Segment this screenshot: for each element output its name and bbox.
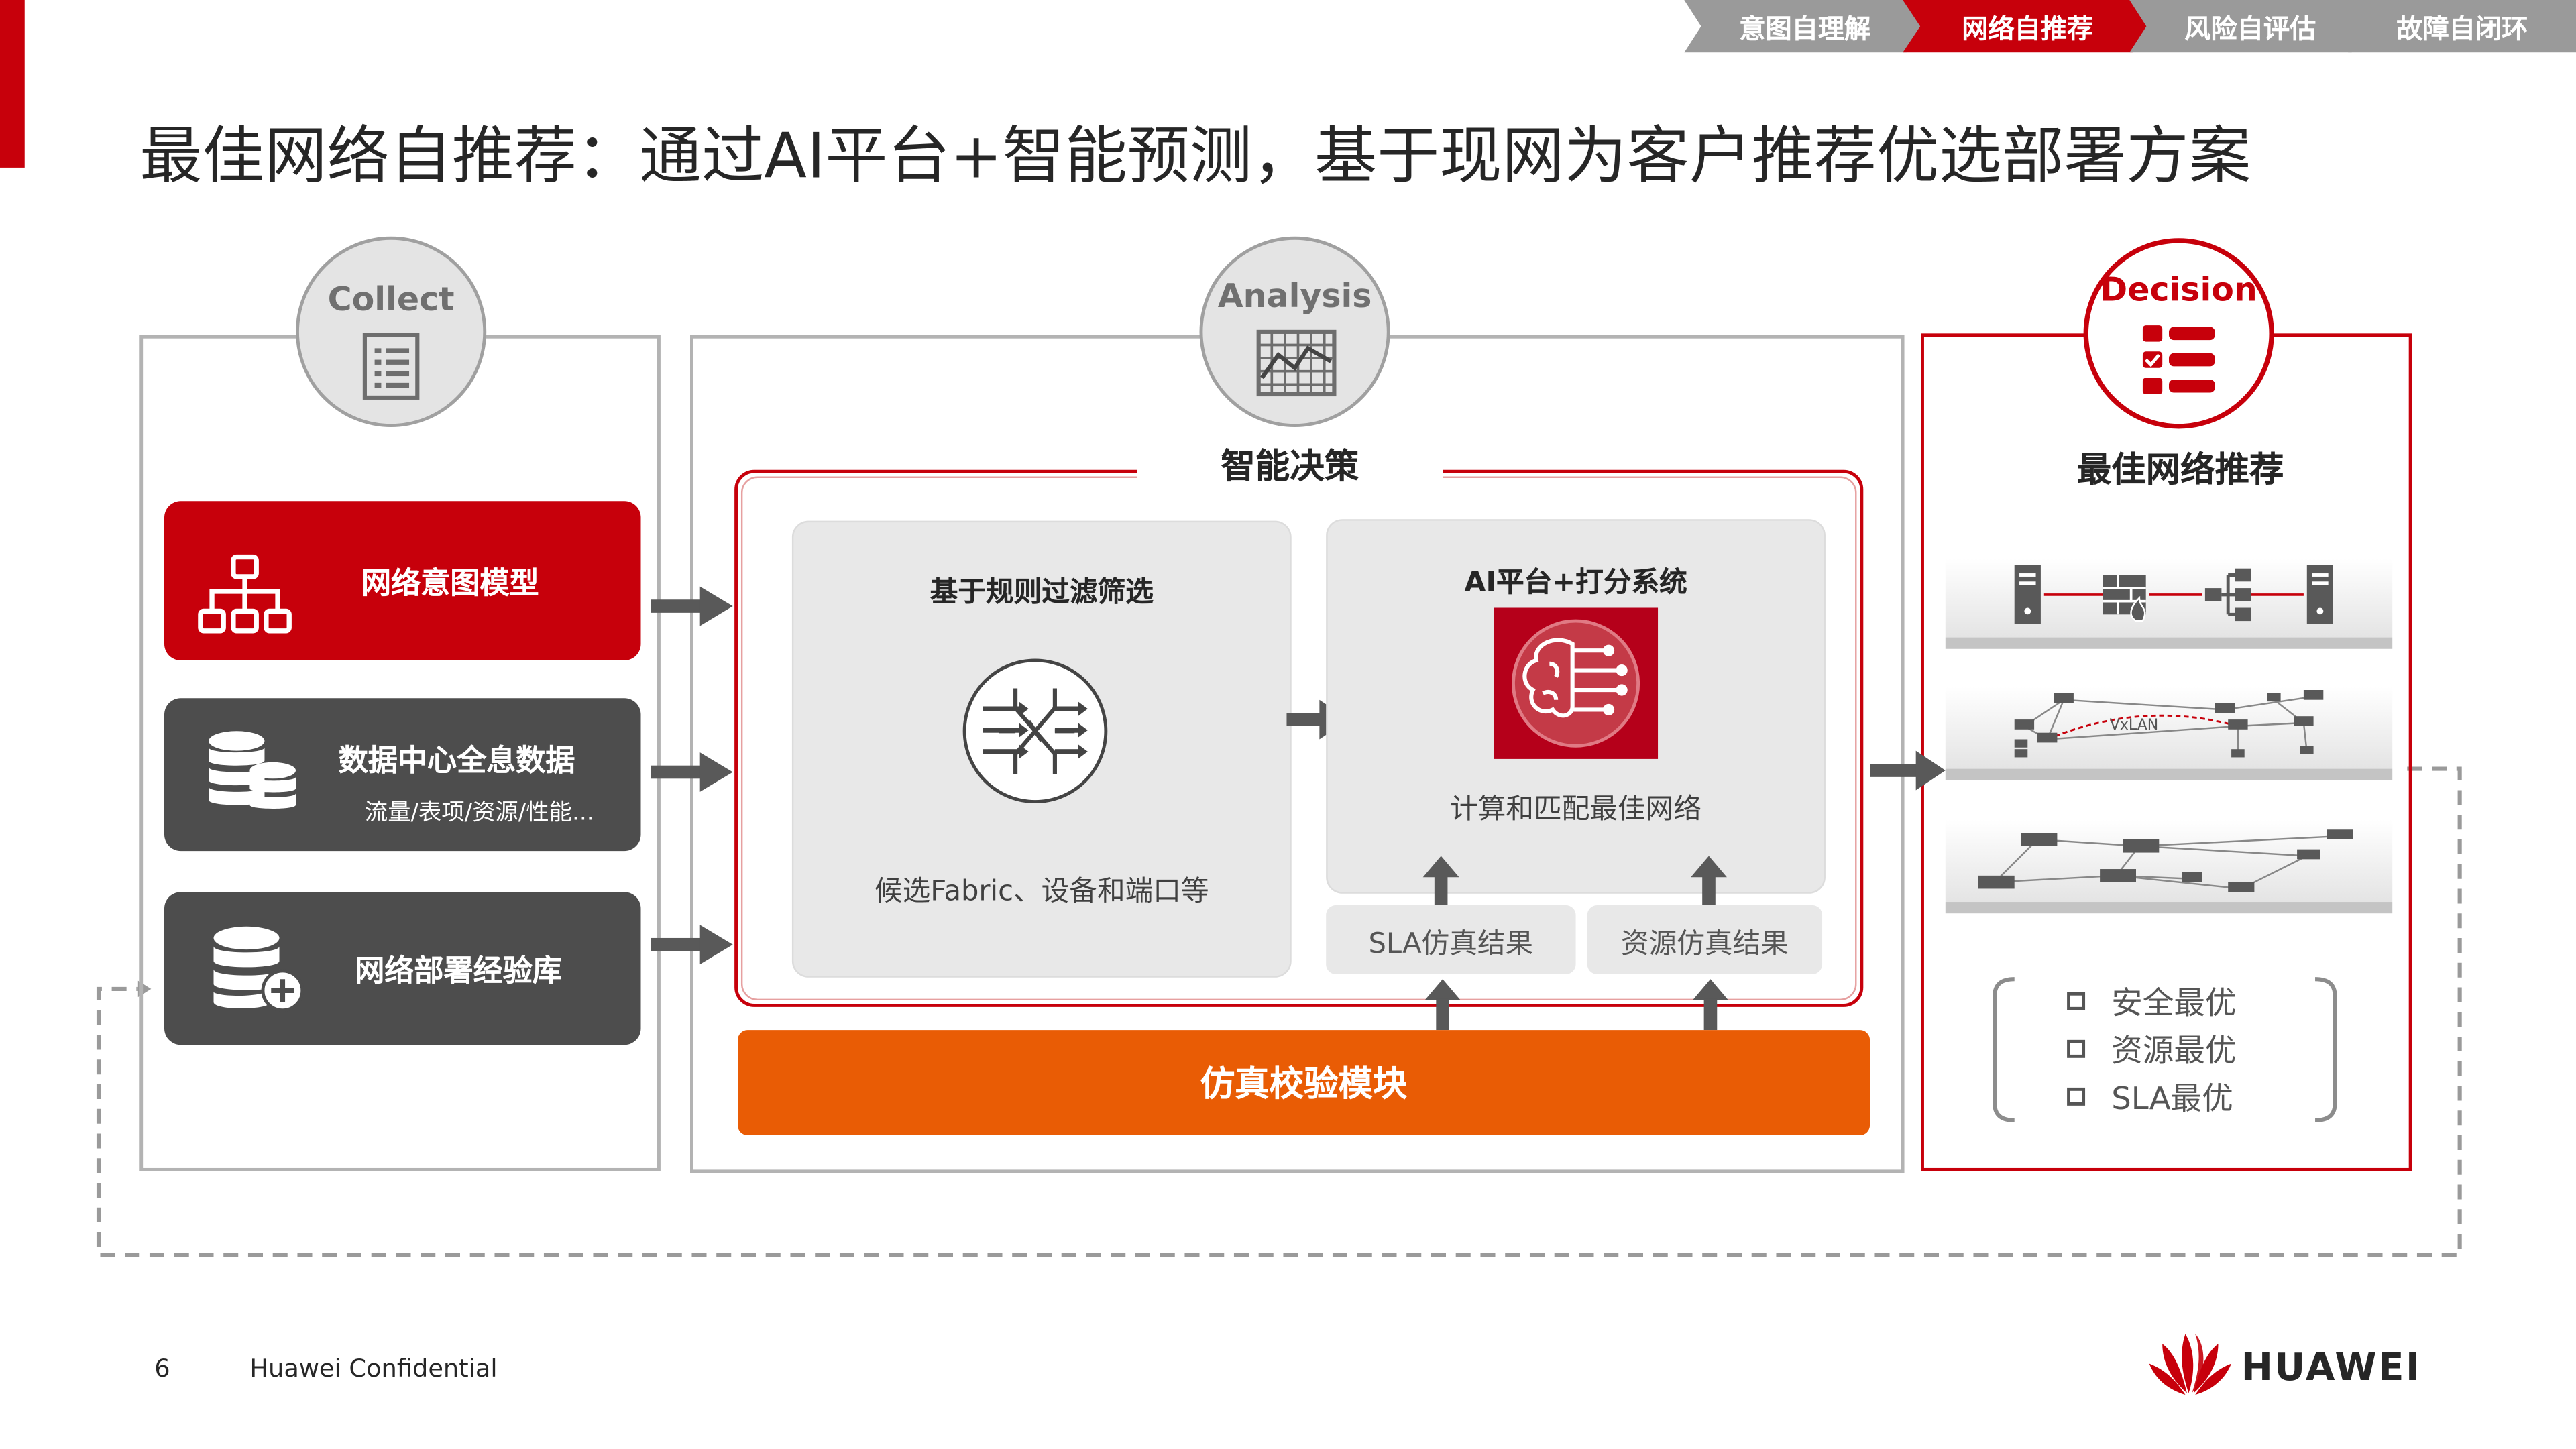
ai-platform-title: AI平台+打分系统 (1464, 567, 1687, 600)
collect-badge: Collect (296, 236, 487, 427)
smart-decision-title: 智能决策 (1137, 440, 1443, 490)
sla-topology-diagram (1978, 829, 2353, 892)
nav-step-recommend[interactable]: 网络自推荐 (1903, 0, 2153, 53)
analysis-label: Analysis (1217, 276, 1372, 316)
simulation-module[interactable]: 仿真校验模块 (738, 1030, 1870, 1135)
input-title: 网络意图模型 (361, 567, 539, 601)
server-icon (2306, 565, 2333, 624)
arrow-sim-to-sla (1424, 979, 1461, 1031)
checklist-icon (362, 333, 420, 400)
best-network-title: 最佳网络推荐 (2076, 450, 2284, 490)
vxlan-fabric-diagram: VxLAN (2014, 690, 2324, 758)
input-dc-data[interactable]: 数据中心全息数据 流量/表项/资源/性能... (164, 698, 641, 852)
option-label: 安全最优 (2111, 984, 2237, 1021)
arrow-dcdata-to-analysis (651, 752, 733, 792)
nav-step-fault[interactable]: 故障自闭环 (2348, 0, 2576, 53)
arrow-experience-to-analysis (651, 925, 733, 965)
input-experience-db[interactable]: 网络部署经验库 (164, 892, 641, 1045)
database-stack-icon (209, 731, 296, 809)
arrow-analysis-to-decision (1870, 750, 1946, 791)
decision-badge: Decision (2083, 238, 2274, 429)
option-sla[interactable]: SLA最优 (2067, 1076, 2233, 1116)
process-nav: 意图自理解 网络自推荐 风险自评估 故障自闭环 (1684, 0, 2576, 53)
arrow-resource-up (1691, 856, 1727, 907)
hierarchy-icon (198, 554, 292, 634)
sla-sim-result: SLA仿真结果 (1326, 905, 1576, 974)
input-title: 数据中心全息数据 (338, 744, 575, 779)
nav-step-intent[interactable]: 意图自理解 (1684, 0, 1926, 53)
firewall-icon (2103, 575, 2146, 622)
option-label: SLA最优 (2111, 1080, 2233, 1116)
nav-step-label: 网络自推荐 (1962, 13, 2094, 45)
input-intent-model[interactable]: 网络意图模型 (164, 501, 641, 660)
database-add-icon (213, 926, 304, 1012)
confidential-label: Huawei Confidential (249, 1353, 498, 1383)
arrow-intent-to-analysis (651, 586, 733, 626)
decision-label: Decision (2100, 269, 2257, 309)
ai-platform-panel: AI平台+打分系统 计算和匹配最佳网络 (1326, 519, 1826, 894)
left-accent-bar (0, 0, 25, 168)
server-icon (2014, 565, 2041, 624)
nav-step-label: 故障自闭环 (2396, 13, 2528, 45)
grid-chart-icon (1256, 329, 1337, 397)
options-right-bracket (2314, 977, 2337, 1122)
page-title: 最佳网络自推荐：通过AI平台+智能预测，基于现网为客户推荐优选部署方案 (139, 119, 2251, 192)
option-security[interactable]: 安全最优 (2067, 981, 2236, 1021)
recommended-topology-security (1945, 559, 2393, 650)
rule-filter-title: 基于规则过滤筛选 (930, 576, 1154, 610)
filter-funnel-icon (962, 658, 1108, 804)
huawei-wordmark: HUAWEI (2241, 1347, 2422, 1390)
ai-platform-caption: 计算和匹配最佳网络 (1450, 793, 1701, 827)
checkbox[interactable] (2067, 991, 2086, 1010)
option-label: 资源最优 (2111, 1032, 2237, 1069)
arrow-sla-up (1422, 856, 1459, 907)
vxlan-label: VxLAN (2110, 717, 2159, 734)
huawei-logo: HUAWEI (2149, 1331, 2429, 1403)
nav-step-label: 意图自理解 (1739, 13, 1871, 45)
arrow-sim-to-resource (1692, 979, 1729, 1031)
decision-list-icon (2142, 325, 2215, 394)
collect-label: Collect (327, 279, 455, 319)
recommended-topology-sla (1945, 819, 2393, 915)
option-resource[interactable]: 资源最优 (2067, 1029, 2237, 1069)
checkbox[interactable] (2067, 1039, 2086, 1057)
options-left-bracket (1993, 977, 2015, 1122)
rule-filter-panel: 基于规则过滤筛选 候选Fabric、设备和端口等 (791, 520, 1292, 978)
recommended-topology-vxlan: VxLAN (1945, 687, 2393, 782)
analysis-badge: Analysis (1199, 236, 1390, 427)
nav-step-label: 风险自评估 (2184, 13, 2316, 45)
huawei-petal-icon (2149, 1334, 2232, 1395)
input-subtitle: 流量/表项/资源/性能... (364, 800, 594, 827)
nav-step-risk[interactable]: 风险自评估 (2129, 0, 2371, 53)
ai-brain-icon (1494, 607, 1659, 759)
page-number: 6 (154, 1353, 170, 1383)
resource-sim-result: 资源仿真结果 (1587, 905, 1823, 974)
input-title: 网络部署经验库 (355, 954, 562, 989)
security-chain-diagram (2014, 565, 2333, 624)
rule-filter-caption: 候选Fabric、设备和端口等 (875, 875, 1209, 909)
checkbox[interactable] (2067, 1086, 2086, 1105)
load-balancer-icon (2204, 568, 2251, 622)
